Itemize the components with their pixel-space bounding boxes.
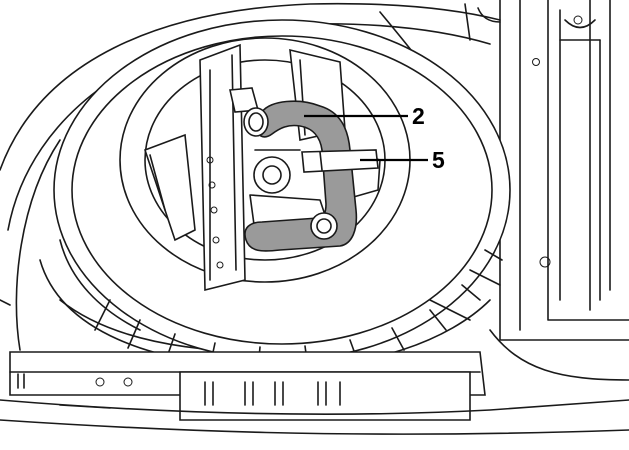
hose [243,100,358,252]
right-side-panel [489,0,629,381]
callout-label-hose: 2 [412,103,425,129]
hose-clip [301,149,379,173]
spare-tyre [53,19,511,369]
front-sill [0,351,629,435]
callout-label-clip: 5 [432,147,445,173]
